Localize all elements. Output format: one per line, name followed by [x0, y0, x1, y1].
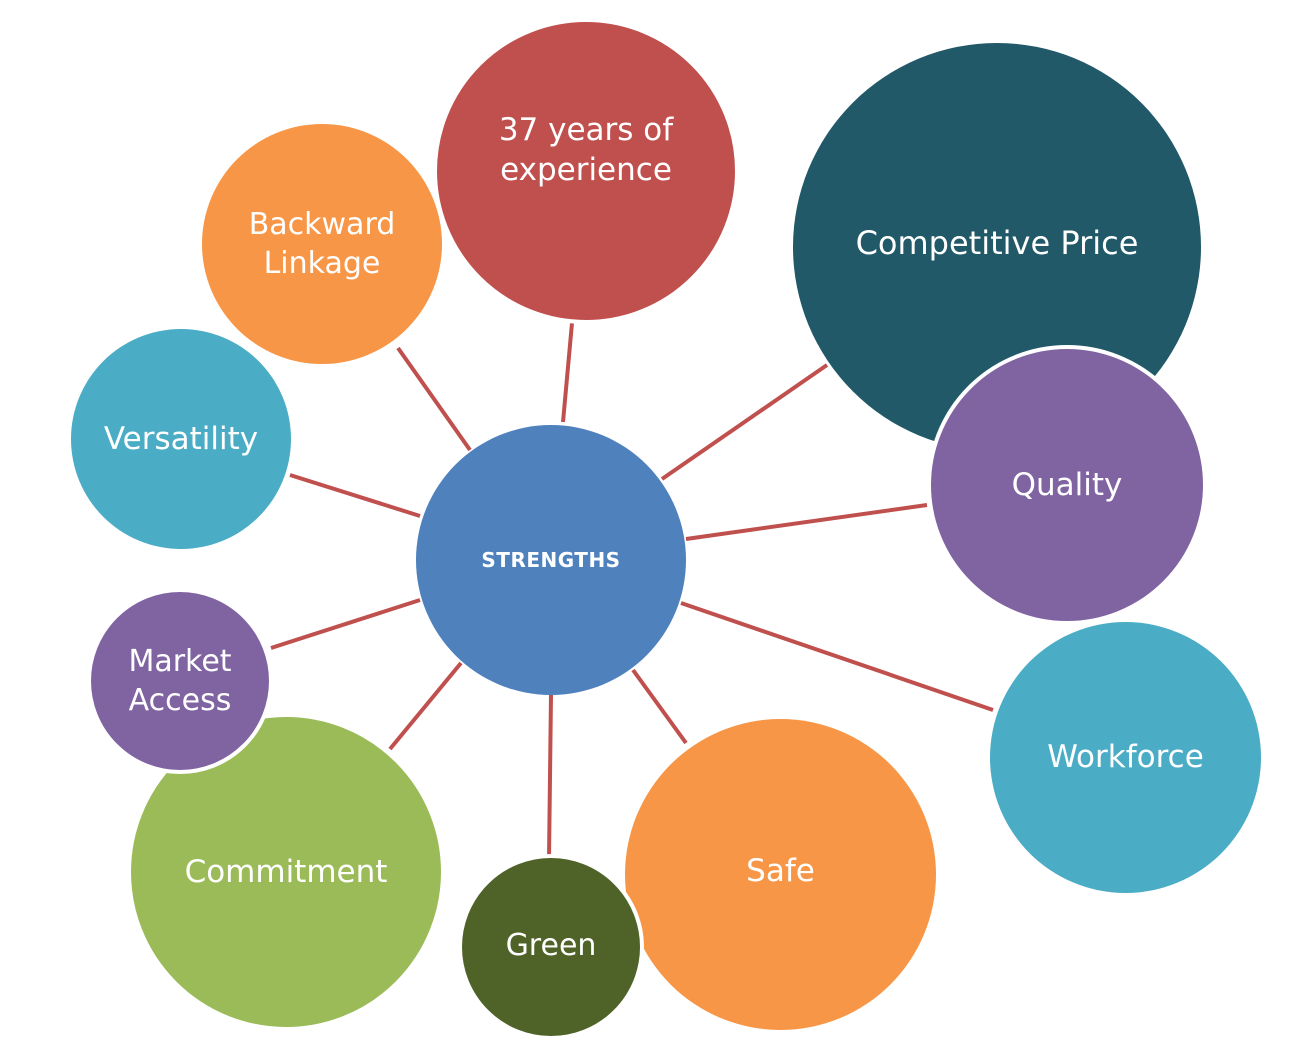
node-market-access: Market Access [87, 588, 273, 774]
node-safe: Safe [625, 719, 936, 1030]
node-green-label: Green [505, 927, 597, 963]
node-green: Green [458, 854, 644, 1040]
connector-safe [631, 668, 688, 745]
node-backward-linkage: Backward Linkage [202, 124, 442, 364]
node-37-years-of-experience-label: 37 years of experience [498, 111, 674, 188]
center-node-label: STRENGTHS [481, 548, 621, 572]
node-competitive-price-label: Competitive Price [855, 224, 1139, 263]
node-workforce: Workforce [990, 622, 1261, 893]
node-backward-linkage-label: Backward Linkage [248, 207, 396, 281]
connector-versatility [289, 473, 421, 518]
node-workforce-label: Workforce [1047, 739, 1204, 776]
node-quality: Quality [927, 345, 1207, 625]
connector-market-access [270, 598, 421, 650]
connector-backward-linkage [396, 346, 472, 452]
node-versatility-label: Versatility [103, 420, 259, 457]
node-market-access-label: Market Access [128, 644, 232, 718]
connector-workforce [680, 601, 994, 712]
node-quality-label: Quality [1011, 466, 1123, 503]
node-versatility: Versatility [71, 329, 291, 549]
node-commitment-label: Commitment [184, 853, 388, 890]
node-37-years-of-experience: 37 years of experience [433, 18, 739, 324]
connector-green [547, 694, 553, 859]
connector-commitment [388, 661, 463, 751]
center-node-strengths: STRENGTHS [416, 425, 686, 695]
connector-competitive-price [660, 363, 829, 481]
node-safe-label: Safe [746, 853, 815, 890]
connector-37-years-of-experience [561, 322, 574, 423]
connector-quality [685, 503, 928, 541]
